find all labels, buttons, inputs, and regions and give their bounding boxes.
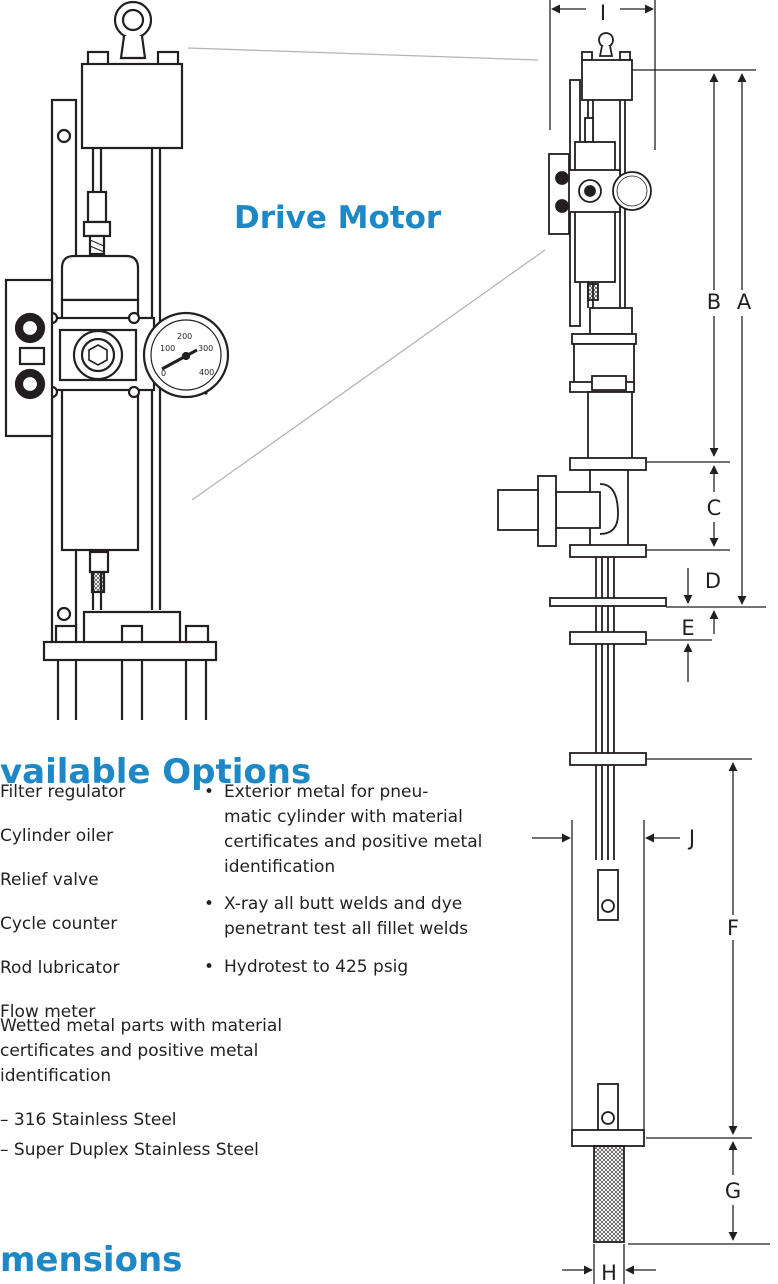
option-item-continued: identification: [0, 1066, 112, 1086]
zoom-leader-lines: [187, 47, 546, 501]
gauge-tick-200: 200: [177, 332, 192, 341]
gauge-tick-0: 0: [161, 369, 166, 378]
option-item-continued: matic cylinder with material: [224, 807, 463, 827]
options-right-column: • Exterior metal for pneu- matic cylinde…: [204, 780, 514, 1020]
material-sub-items: – 316 Stainless Steel – Super Duplex Sta…: [0, 1108, 300, 1168]
dim-label-c: C: [707, 496, 722, 520]
dim-label-f: F: [727, 916, 739, 940]
bullet-icon: •: [204, 894, 215, 914]
bullet-icon: •: [204, 782, 215, 802]
option-item: Exterior metal for pneu-: [224, 782, 429, 802]
drive-motor-enlarged: [4, 0, 230, 720]
pump-assembly: [497, 32, 667, 1243]
option-item: Flow meter: [0, 1002, 96, 1022]
gauge-scale: 100 200 300 400 0: [160, 332, 214, 378]
dimension-lines: [532, 0, 770, 1284]
dim-label-g: G: [725, 1179, 741, 1203]
dim-label-d: D: [705, 569, 721, 593]
dim-label-h: H: [601, 1261, 617, 1284]
option-item-continued: identification: [224, 857, 336, 877]
wetted-parts-item: Wetted metal parts with material certifi…: [0, 1014, 330, 1094]
available-options-heading: vailable Options: [0, 752, 312, 792]
gauge-tick-300: 300: [198, 344, 213, 353]
option-item-continued: certificates and positive metal: [224, 832, 483, 852]
option-item: X-ray all butt welds and dye: [224, 894, 463, 914]
material-option: – Super Duplex Stainless Steel: [0, 1140, 259, 1160]
option-item: Rod lubricator: [0, 958, 120, 978]
option-item: Wetted metal parts with material: [0, 1016, 283, 1036]
bullet-icon: •: [204, 957, 215, 977]
dim-label-b: B: [707, 290, 721, 314]
option-item: Filter regulator: [0, 782, 126, 802]
gauge-tick-100: 100: [160, 344, 175, 353]
gauge-tick-400: 400: [199, 368, 214, 377]
material-option: – 316 Stainless Steel: [0, 1110, 177, 1130]
dim-label-j: J: [687, 826, 695, 850]
dim-label-i: I: [600, 1, 606, 25]
dimension-labels: I B A C D E F G J H: [600, 1, 752, 1284]
option-item: Hydrotest to 425 psig: [224, 957, 409, 977]
option-item-continued: penetrant test all fillet welds: [224, 919, 469, 939]
drive-motor-label: Drive Motor: [234, 200, 442, 236]
option-item: Cylinder oiler: [0, 826, 114, 846]
options-left-column: Filter regulator Cylinder oiler Relief v…: [0, 780, 170, 1022]
option-item-continued: certificates and positive metal: [0, 1041, 259, 1061]
dim-label-a: A: [737, 290, 752, 314]
option-item: Cycle counter: [0, 914, 118, 934]
dim-label-e: E: [681, 616, 694, 640]
option-item: Relief valve: [0, 870, 99, 890]
dimensions-heading: mensions: [0, 1240, 183, 1280]
